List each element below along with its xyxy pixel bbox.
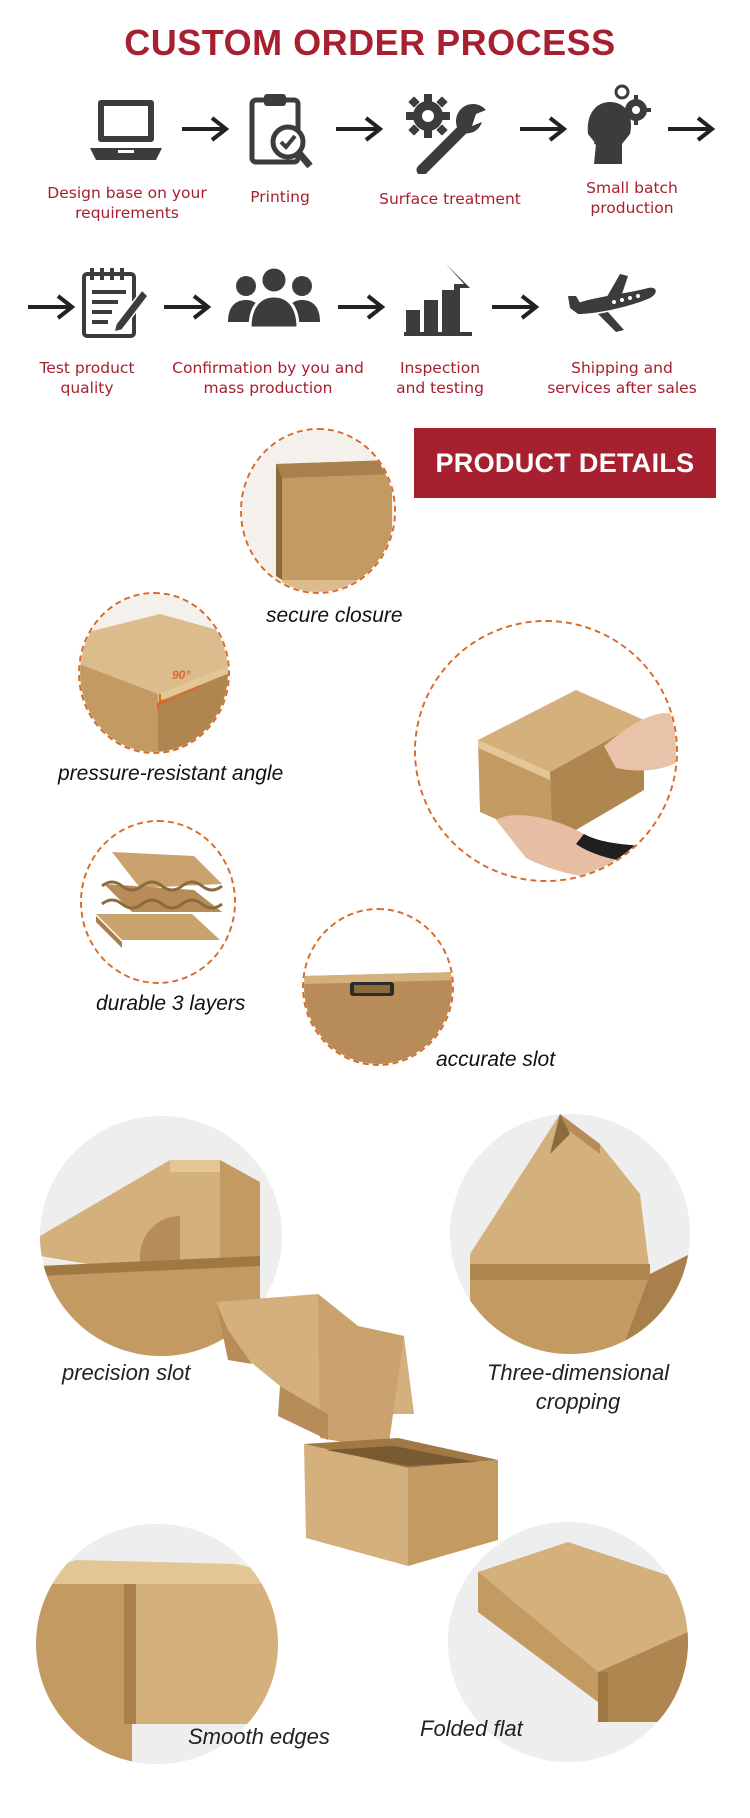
step-label-design: Design base on your requirements — [47, 184, 207, 222]
arrow-right-icon — [666, 114, 716, 148]
step-label-small-batch: Small batch production — [586, 179, 678, 217]
product-details-banner: PRODUCT DETAILS — [414, 428, 716, 498]
notepad-pencil-icon — [80, 266, 150, 338]
caption-precision-slot: precision slot — [62, 1360, 191, 1385]
three-layers-image — [80, 820, 236, 984]
step-label-printing: Printing — [250, 188, 310, 206]
product-details-title: PRODUCT DETAILS — [435, 447, 695, 478]
head-gears-icon — [586, 84, 656, 164]
arrow-right-icon — [162, 292, 212, 326]
arrow-right-icon — [490, 292, 540, 326]
arrow-right-icon — [26, 292, 76, 326]
step-label-inspection: Inspection and testing — [396, 359, 484, 397]
caption-three-layers: durable 3 layers — [96, 992, 246, 1015]
angle-mark-label: 90° — [172, 668, 191, 682]
gear-wrench-icon — [404, 92, 496, 176]
page-title: CUSTOM ORDER PROCESS — [124, 22, 616, 63]
caption-folded-flat: Folded flat — [420, 1716, 523, 1741]
caption-three-dimensional: Three-dimensional cropping — [486, 1360, 670, 1414]
arrow-right-icon — [336, 292, 386, 326]
people-group-icon — [228, 265, 320, 330]
accurate-slot-image — [302, 908, 454, 1066]
caption-secure-closure: secure closure — [266, 604, 403, 627]
airplane-icon — [568, 274, 658, 332]
step-label-test-quality: Test product quality — [39, 359, 135, 397]
three-dimensional-image — [450, 1114, 690, 1354]
bar-chart-arrow-icon — [404, 264, 474, 336]
precision-slot-image — [40, 1116, 282, 1356]
secure-closure-image — [240, 428, 396, 594]
pressure-angle-image: 90° — [78, 592, 230, 754]
caption-smooth-edges: Smooth edges — [188, 1724, 330, 1749]
folded-flat-image — [448, 1522, 688, 1762]
arrow-right-icon — [334, 114, 384, 148]
step-label-confirmation: Confirmation by you and mass production — [172, 359, 364, 397]
arrow-right-icon — [518, 114, 568, 148]
smooth-edges-image — [36, 1524, 278, 1764]
open-mailer-box-image — [208, 1290, 508, 1580]
arrow-right-icon — [180, 114, 230, 148]
laptop-icon — [90, 96, 162, 166]
step-label-shipping: Shipping and services after sales — [547, 359, 697, 397]
clipboard-check-icon — [248, 92, 314, 172]
step-label-surface: Surface treatment — [379, 190, 521, 208]
caption-pressure-angle: pressure-resistant angle — [58, 762, 284, 785]
caption-accurate-slot: accurate slot — [436, 1048, 556, 1071]
box-in-hands-image — [414, 620, 678, 882]
